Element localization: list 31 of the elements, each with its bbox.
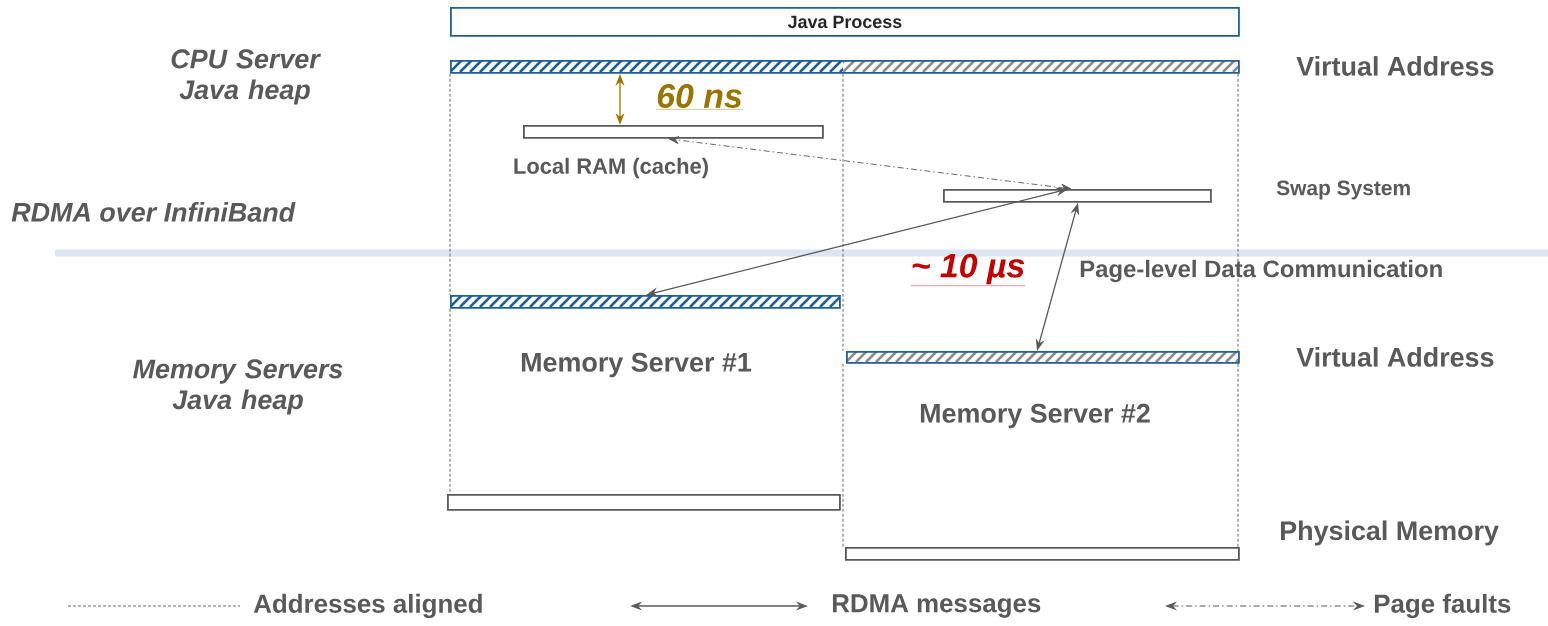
alignment-line xyxy=(842,73,844,352)
legend-label: Addresses aligned xyxy=(253,593,482,619)
hatched-bar xyxy=(450,60,1240,74)
hatched-bar xyxy=(450,295,841,309)
alignment-line xyxy=(449,308,451,495)
legend-label: RDMA messages xyxy=(832,594,1041,618)
text-label: Physical Memory xyxy=(1281,520,1499,546)
text-label: Page-level Data Communication xyxy=(1080,259,1442,283)
text-label: Memory Server #2 xyxy=(920,403,1150,429)
alignment-line xyxy=(1237,363,1239,548)
side-heading: CPU Server Java heap xyxy=(171,49,321,105)
legend-label: Page faults xyxy=(1374,593,1511,619)
memory-bar xyxy=(845,547,1240,561)
alignment-line xyxy=(449,73,451,296)
alignment-line xyxy=(1237,73,1239,352)
edge-label: ~ 10 µs xyxy=(910,253,1026,286)
text-label: Memory Server #1 xyxy=(521,352,752,378)
side-heading: Memory Servers Java heap xyxy=(133,359,343,415)
memory-bar xyxy=(943,189,1212,203)
memory-bar xyxy=(523,125,824,139)
text-label: Virtual Address xyxy=(1296,347,1494,367)
memory-bar xyxy=(447,494,841,511)
process-box: Java Process xyxy=(450,7,1240,37)
arrow xyxy=(668,136,1072,192)
bar-caption: Local RAM (cache) xyxy=(514,157,708,179)
bar-caption: Swap System xyxy=(1276,180,1410,200)
alignment-line xyxy=(842,363,844,548)
hatched-bar xyxy=(846,351,1240,364)
edge-label: 60 ns xyxy=(656,84,744,110)
side-heading: RDMA over InfiniBand xyxy=(11,202,296,222)
text-label: Virtual Address xyxy=(1296,56,1494,76)
